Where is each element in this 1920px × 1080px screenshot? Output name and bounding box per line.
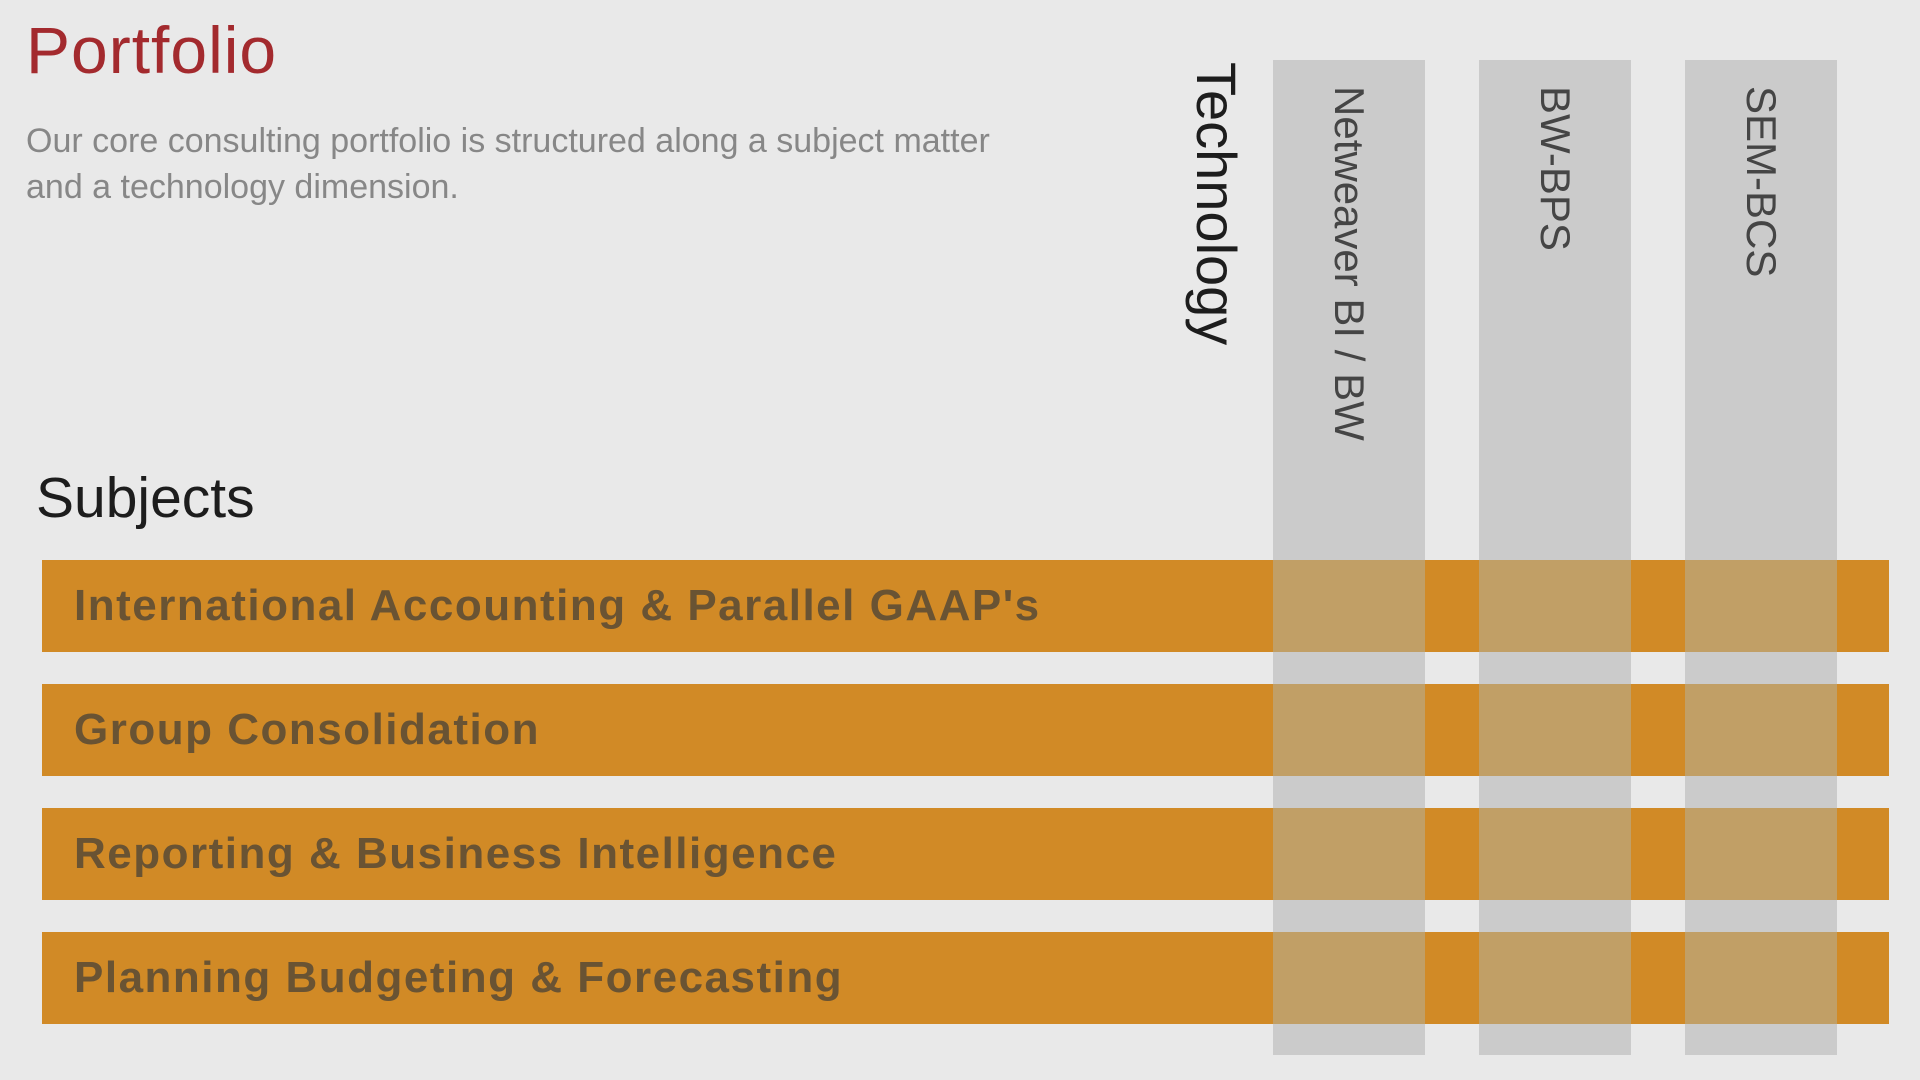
matrix-cell bbox=[1685, 560, 1837, 652]
subject-band-planning-budgeting: Planning Budgeting & Forecasting bbox=[42, 932, 1889, 1024]
subject-label: Planning Budgeting & Forecasting bbox=[74, 953, 844, 1002]
matrix-cell bbox=[1273, 932, 1425, 1024]
subject-band-reporting-bi: Reporting & Business Intelligence bbox=[42, 808, 1889, 900]
subject-label: Reporting & Business Intelligence bbox=[74, 829, 838, 878]
matrix-cell bbox=[1479, 684, 1631, 776]
technology-column-bw-bps: BW-BPS bbox=[1479, 60, 1631, 1055]
subject-label: Group Consolidation bbox=[74, 705, 541, 754]
page-title: Portfolio bbox=[26, 13, 278, 87]
matrix-cell bbox=[1273, 684, 1425, 776]
subject-label: International Accounting & Parallel GAAP… bbox=[74, 581, 1041, 630]
matrix-cell bbox=[1685, 932, 1837, 1024]
matrix-cell bbox=[1479, 560, 1631, 652]
matrix-cell bbox=[1273, 808, 1425, 900]
subject-band-international-accounting: International Accounting & Parallel GAAP… bbox=[42, 560, 1889, 652]
intro-text: Our core consulting portfolio is structu… bbox=[26, 122, 990, 206]
matrix-cell bbox=[1479, 808, 1631, 900]
matrix-cell bbox=[1685, 684, 1837, 776]
technology-label: Netweaver BI / BW bbox=[1326, 86, 1373, 441]
technology-column-sem-bcs: SEM-BCS bbox=[1685, 60, 1837, 1055]
subject-band-group-consolidation: Group Consolidation bbox=[42, 684, 1889, 776]
matrix-cell bbox=[1685, 808, 1837, 900]
subjects-heading: Subjects bbox=[36, 466, 255, 530]
matrix-cell bbox=[1273, 560, 1425, 652]
technology-label: BW-BPS bbox=[1532, 86, 1579, 251]
technology-label: SEM-BCS bbox=[1738, 86, 1785, 278]
technology-heading: Technology bbox=[1185, 62, 1248, 346]
matrix-cell bbox=[1479, 932, 1631, 1024]
technology-column-netweaver-bi-bw: Netweaver BI / BW bbox=[1273, 60, 1425, 1055]
